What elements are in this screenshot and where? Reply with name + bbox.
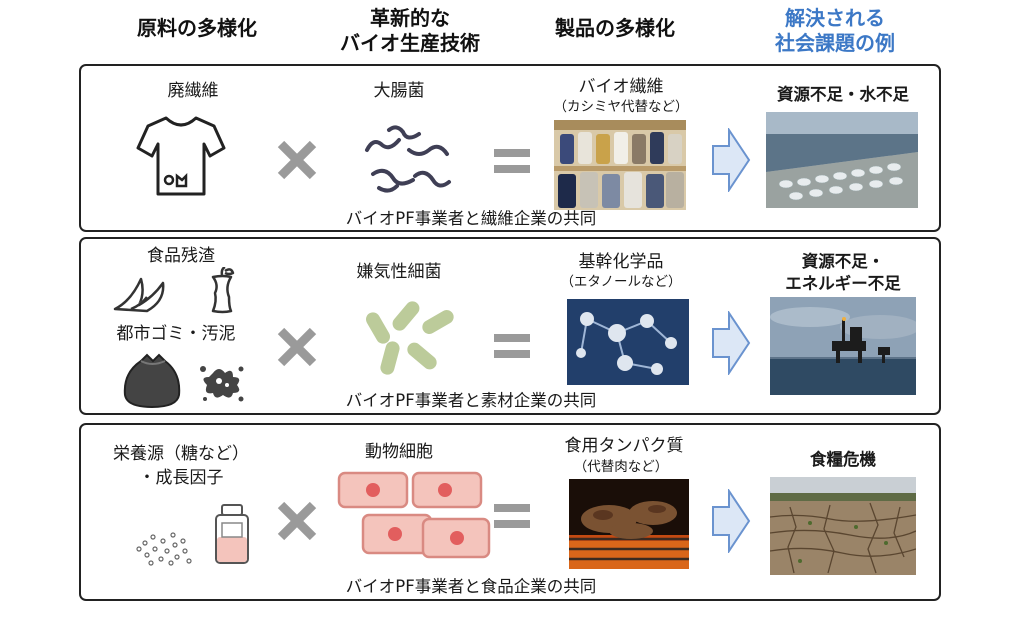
collaboration-label: バイオPF事業者と食品企業の共同 <box>345 577 597 596</box>
industrial-port-photo <box>766 112 918 208</box>
product-note: （代替肉など） <box>573 459 669 475</box>
multiply-icon <box>275 138 319 182</box>
product-note: （エタノールなど） <box>560 274 682 290</box>
e-coli-icon <box>359 120 455 200</box>
row-textile: 廃繊維 大腸菌 バイオ繊維 （カシミヤ代替など） <box>79 64 941 232</box>
material-label-food-waste: 食品残渣 <box>147 246 215 266</box>
tshirt-icon <box>136 114 226 198</box>
multiply-icon <box>275 499 319 543</box>
row-food: 栄養源（糖など） ・成長因子 動物細胞 <box>79 423 941 601</box>
garbage-bag-icon <box>121 351 183 409</box>
anaerobic-bacteria-icon <box>365 297 461 383</box>
header-social-issues-line2: 社会課題の例 <box>775 31 895 55</box>
equals-icon <box>494 331 530 361</box>
molecule-model-photo <box>567 299 689 385</box>
material-label: 廃繊維 <box>167 81 219 101</box>
technology-label: 嫌気性細菌 <box>356 262 442 282</box>
row-chemicals: 食品残渣 都市ゴミ・汚泥 嫌気性細菌 <box>79 237 941 415</box>
issue-label-line1: 資源不足・ <box>801 252 885 271</box>
issue-label: 資源不足・水不足 <box>777 85 909 104</box>
issue-label-line2: エネルギー不足 <box>785 274 901 293</box>
material-label-line1: 栄養源（糖など） <box>113 444 249 464</box>
thread-spools-photo <box>554 120 686 210</box>
header-biotech-line1: 革新的な <box>370 6 450 30</box>
material-label-municipal-waste: 都市ゴミ・汚泥 <box>116 324 236 344</box>
equals-icon <box>494 501 530 531</box>
multiply-icon <box>275 325 319 369</box>
technology-label: 動物細胞 <box>365 442 433 462</box>
issue-label: 食糧危機 <box>810 450 876 469</box>
header-social-issues: 解決される 社会課題の例 <box>750 6 920 56</box>
banana-peel-icon <box>111 275 171 315</box>
product-label: バイオ繊維 <box>578 77 664 97</box>
dry-cracked-field-photo <box>770 477 916 575</box>
medicine-bottle-icon <box>212 503 252 565</box>
apple-core-icon <box>207 267 237 315</box>
header-biotech-line2: バイオ生産技術 <box>340 31 480 55</box>
header-raw-material-diversification: 原料の多様化 <box>137 16 257 40</box>
collaboration-label: バイオPF事業者と繊維企業の共同 <box>345 209 597 228</box>
header-biotech: 革新的な バイオ生産技術 <box>320 6 500 56</box>
right-arrow-icon <box>711 489 751 553</box>
technology-label: 大腸菌 <box>373 81 425 101</box>
product-label: 食用タンパク質 <box>564 436 684 456</box>
header-product-diversification: 製品の多様化 <box>555 16 675 40</box>
product-label: 基幹化学品 <box>578 252 664 272</box>
offshore-platform-photo <box>770 297 916 395</box>
granules-icon <box>133 529 193 567</box>
animal-cells-icon <box>337 471 491 559</box>
material-label-line2: ・成長因子 <box>138 468 224 488</box>
product-note: （カシミヤ代替など） <box>553 99 689 115</box>
header-social-issues-line1: 解決される <box>785 6 885 30</box>
right-arrow-icon <box>711 128 751 192</box>
right-arrow-icon <box>711 311 751 375</box>
grilled-meat-photo <box>569 479 689 569</box>
equals-icon <box>494 146 530 176</box>
collaboration-label: バイオPF事業者と素材企業の共同 <box>345 391 597 410</box>
sludge-splat-icon <box>199 363 245 403</box>
